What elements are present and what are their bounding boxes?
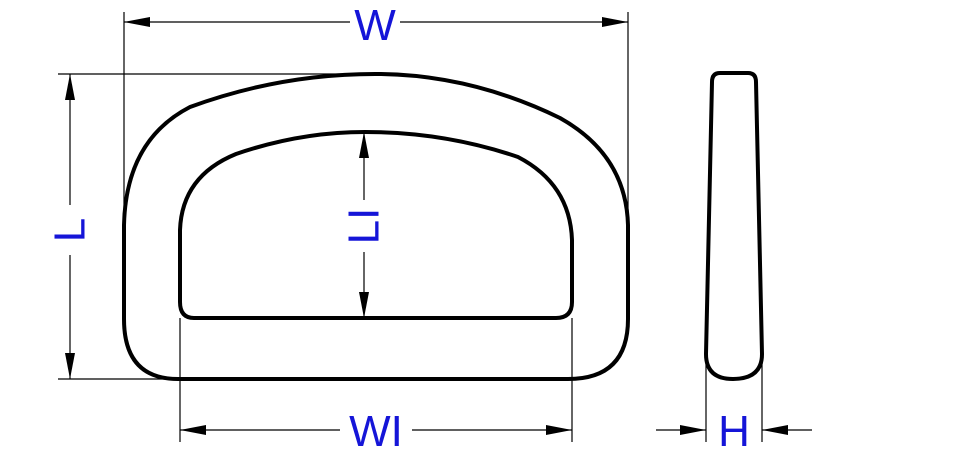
w-label: W xyxy=(354,1,396,50)
li-arrow-top xyxy=(359,132,369,158)
li-arrow-bottom xyxy=(359,292,369,318)
d-ring-side-profile xyxy=(704,71,764,381)
wi-arrow-right xyxy=(546,425,572,435)
li-label: LI xyxy=(340,208,389,245)
l-arrow-bottom xyxy=(65,353,75,379)
dimension-wi: WI xyxy=(179,318,573,451)
l-arrow-top xyxy=(65,74,75,100)
w-arrow-left xyxy=(124,17,150,27)
w-arrow-right xyxy=(602,17,628,27)
wi-label: WI xyxy=(349,407,403,451)
wi-arrow-left xyxy=(180,425,206,435)
dimension-w: W xyxy=(123,1,629,222)
d-ring-inner-outline xyxy=(178,130,574,320)
h-label: H xyxy=(718,407,750,451)
h-arrow-right xyxy=(762,425,788,435)
dimension-l: L xyxy=(46,73,375,380)
dimension-li: LI xyxy=(340,132,389,318)
dimension-h: H xyxy=(656,354,812,451)
h-arrow-left xyxy=(680,425,706,435)
l-label: L xyxy=(46,218,95,242)
